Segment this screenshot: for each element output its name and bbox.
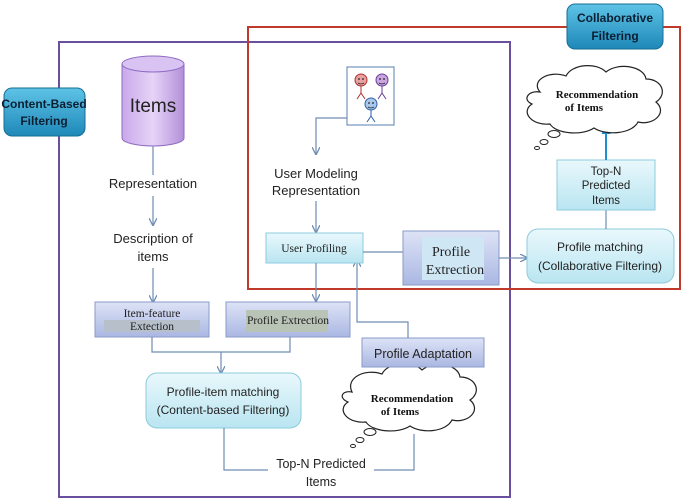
profile-extraction-right-box: Profile Extrection xyxy=(402,230,500,286)
collaborative-badge: Collaborative Filtering xyxy=(566,3,664,50)
recommendation-bottom-text-2: of Items xyxy=(381,406,420,418)
user-modeling-text-2: Representation xyxy=(272,183,360,198)
profile-extraction-right-text-1: Profile xyxy=(432,245,470,260)
recommendation-bottom-cloud: Recommendation of Items xyxy=(341,363,477,449)
profile-adaptation-text: Profile Adaptation xyxy=(374,347,472,361)
collaborative-label-1: Collaborative xyxy=(577,11,653,25)
items-label: Items xyxy=(130,96,176,117)
item-feature-text-2: Extection xyxy=(130,321,174,333)
items-database-icon: Items xyxy=(121,55,185,147)
connector-to-top-n-bottom xyxy=(223,428,268,471)
item-feature-box: Item-feature Extection xyxy=(94,301,210,338)
profile-matching-collab-box: Profile matching (Collaborative Filterin… xyxy=(526,228,675,284)
arrow-adaptation-to-profiling xyxy=(357,260,409,338)
content-based-label-1: Content-Based xyxy=(1,97,86,111)
collaborative-frame xyxy=(247,26,681,290)
description-text-2: items xyxy=(137,249,169,264)
content-based-badge: Content-Based Filtering xyxy=(1,87,87,137)
top-n-right-box: Top-N Predicted Items xyxy=(556,159,656,211)
top-n-right-text-3: Items xyxy=(592,195,620,207)
profile-matching-collab-text-1: Profile matching xyxy=(557,240,643,254)
user-profiling-box: User Profiling xyxy=(265,232,364,264)
connector-top-n-to-cloud xyxy=(374,434,415,471)
content-based-frame xyxy=(58,41,511,498)
profile-extraction-right-text-2: Extrection xyxy=(426,263,484,278)
profile-extraction-left-text: Profile Extrection xyxy=(247,315,329,327)
profile-matching-collab-text-2: (Collaborative Filtering) xyxy=(538,259,662,273)
profile-item-matching-text-1: Profile-item matching xyxy=(167,385,280,399)
connector-merge xyxy=(151,337,291,353)
top-n-bottom-text-2: Items xyxy=(306,475,337,489)
profile-adaptation-box: Profile Adaptation xyxy=(361,337,485,368)
recommendation-bottom-text-1: Recommendation xyxy=(371,393,454,405)
recommendation-top-text-1: Recommendation xyxy=(556,89,639,101)
recommendation-top-text-2: of Items xyxy=(565,102,604,114)
top-n-right-text-1: Top-N xyxy=(591,166,622,178)
profile-item-matching-box: Profile-item matching (Content-based Fil… xyxy=(145,372,302,429)
top-n-bottom-text-1: Top-N Predicted xyxy=(276,457,366,471)
representation-text: Representation xyxy=(109,176,197,191)
user-profiling-text: User Profiling xyxy=(281,243,347,255)
profile-item-matching-text-2: (Content-based Filtering) xyxy=(157,403,290,417)
recommendation-top-cloud: Recommendation of Items xyxy=(526,65,663,151)
top-n-right-text-2: Predicted xyxy=(582,180,631,192)
description-text-1: Description of xyxy=(113,231,193,246)
user-modeling-text-1: User Modeling xyxy=(274,166,358,181)
users-group-icon xyxy=(346,66,395,126)
content-based-label-2: Filtering xyxy=(20,114,67,128)
profile-extraction-left-box: Profile Extrection xyxy=(225,301,351,338)
collaborative-label-2: Filtering xyxy=(591,29,638,43)
arrow-users-to-modeling xyxy=(316,117,347,154)
item-feature-text-1: Item-feature xyxy=(124,308,181,320)
